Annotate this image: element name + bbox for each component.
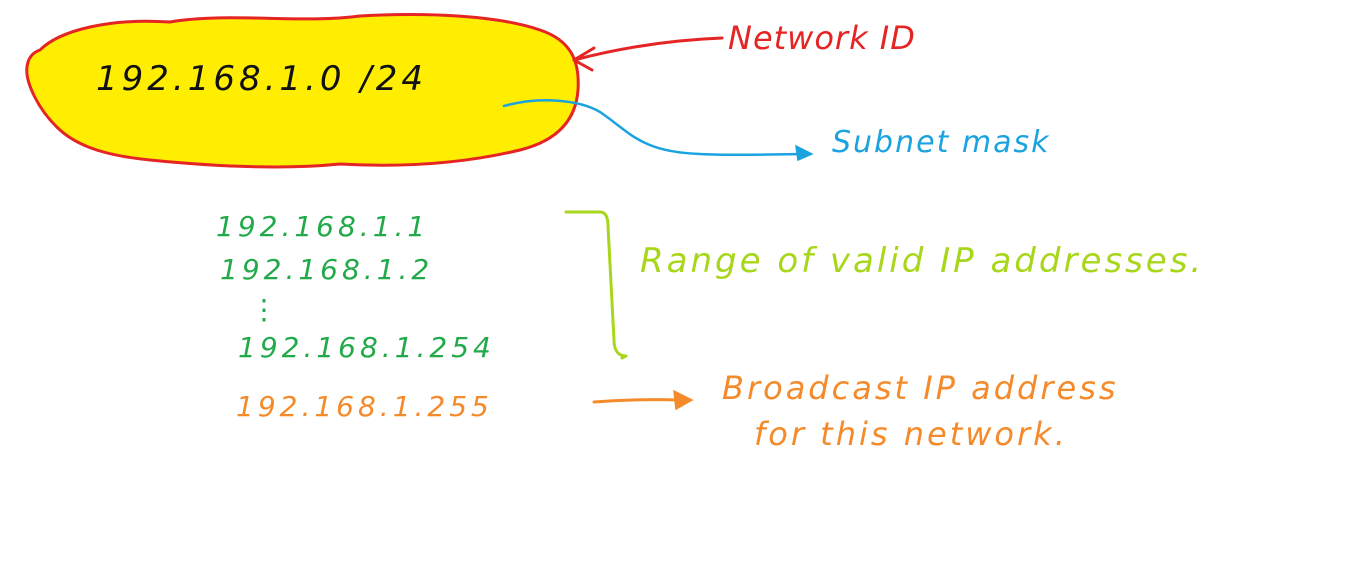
network-id-arrow <box>572 36 724 62</box>
network-id-label: Network ID <box>728 19 916 57</box>
broadcast-label-line1: Broadcast IP address <box>722 369 1119 407</box>
subnet-mask-arrow <box>502 99 808 157</box>
range-first-ip: 192.168.1.1 <box>216 210 430 243</box>
broadcast-arrow <box>592 398 682 404</box>
network-highlight-blob <box>25 13 580 169</box>
broadcast-ip: 192.168.1.255 <box>236 390 493 423</box>
range-bracket <box>564 210 628 360</box>
subnet-mask-arrowhead <box>795 144 814 162</box>
range-last-ip: 192.168.1.254 <box>238 331 495 364</box>
range-ellipsis: ⋮ <box>250 293 278 326</box>
subnet-mask-label: Subnet mask <box>832 125 1051 160</box>
broadcast-arrowhead <box>673 389 694 411</box>
network-cidr-text: 192.168.1.0 /24 <box>96 59 428 99</box>
network-id-arrowhead <box>572 46 596 72</box>
range-second-ip: 192.168.1.2 <box>220 253 434 286</box>
broadcast-label-line2: for this network. <box>754 415 1068 453</box>
range-label: Range of valid IP addresses. <box>640 241 1205 281</box>
